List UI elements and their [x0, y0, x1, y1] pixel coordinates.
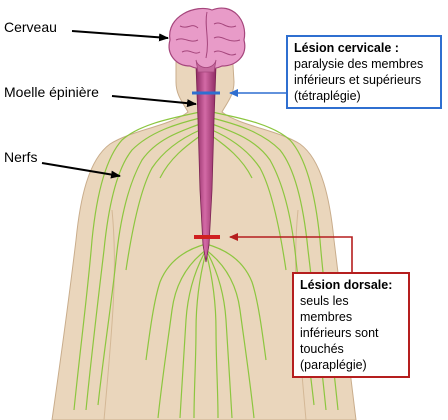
nerves-label: Nerfs — [4, 149, 38, 165]
cervical-lesion-line3: (tétraplégie) — [294, 89, 361, 103]
nerves — [73, 111, 339, 419]
brain-label: Cerveau — [4, 19, 57, 35]
nerves-arrow — [41, 162, 121, 179]
spinal-cord-arrow — [111, 95, 197, 108]
cervical-lesion-line2: inférieurs et supérieurs — [294, 73, 422, 87]
brain — [168, 7, 246, 73]
dorsal-lesion-line2: inférieurs sont — [300, 326, 379, 340]
brain-arrow — [71, 30, 169, 42]
dorsal-lesion-callout: Lésion dorsale: seuls les membres inféri… — [292, 272, 410, 378]
dorsal-connector — [229, 233, 353, 272]
cervical-lesion-title: Lésion cervicale : — [294, 41, 399, 55]
dorsal-lesion-line3: touchés — [300, 342, 344, 356]
dorsal-lesion-title: Lésion dorsale: — [300, 278, 393, 292]
cervical-lesion-line1: paralysie des membres — [294, 57, 424, 71]
cervical-lesion-callout: Lésion cervicale : paralysie des membres… — [286, 35, 442, 109]
spinal-cord-label: Moelle épinière — [4, 84, 99, 100]
dorsal-lesion-line4: (paraplégie) — [300, 358, 367, 372]
dorsal-lesion-line1: seuls les membres — [300, 294, 353, 324]
